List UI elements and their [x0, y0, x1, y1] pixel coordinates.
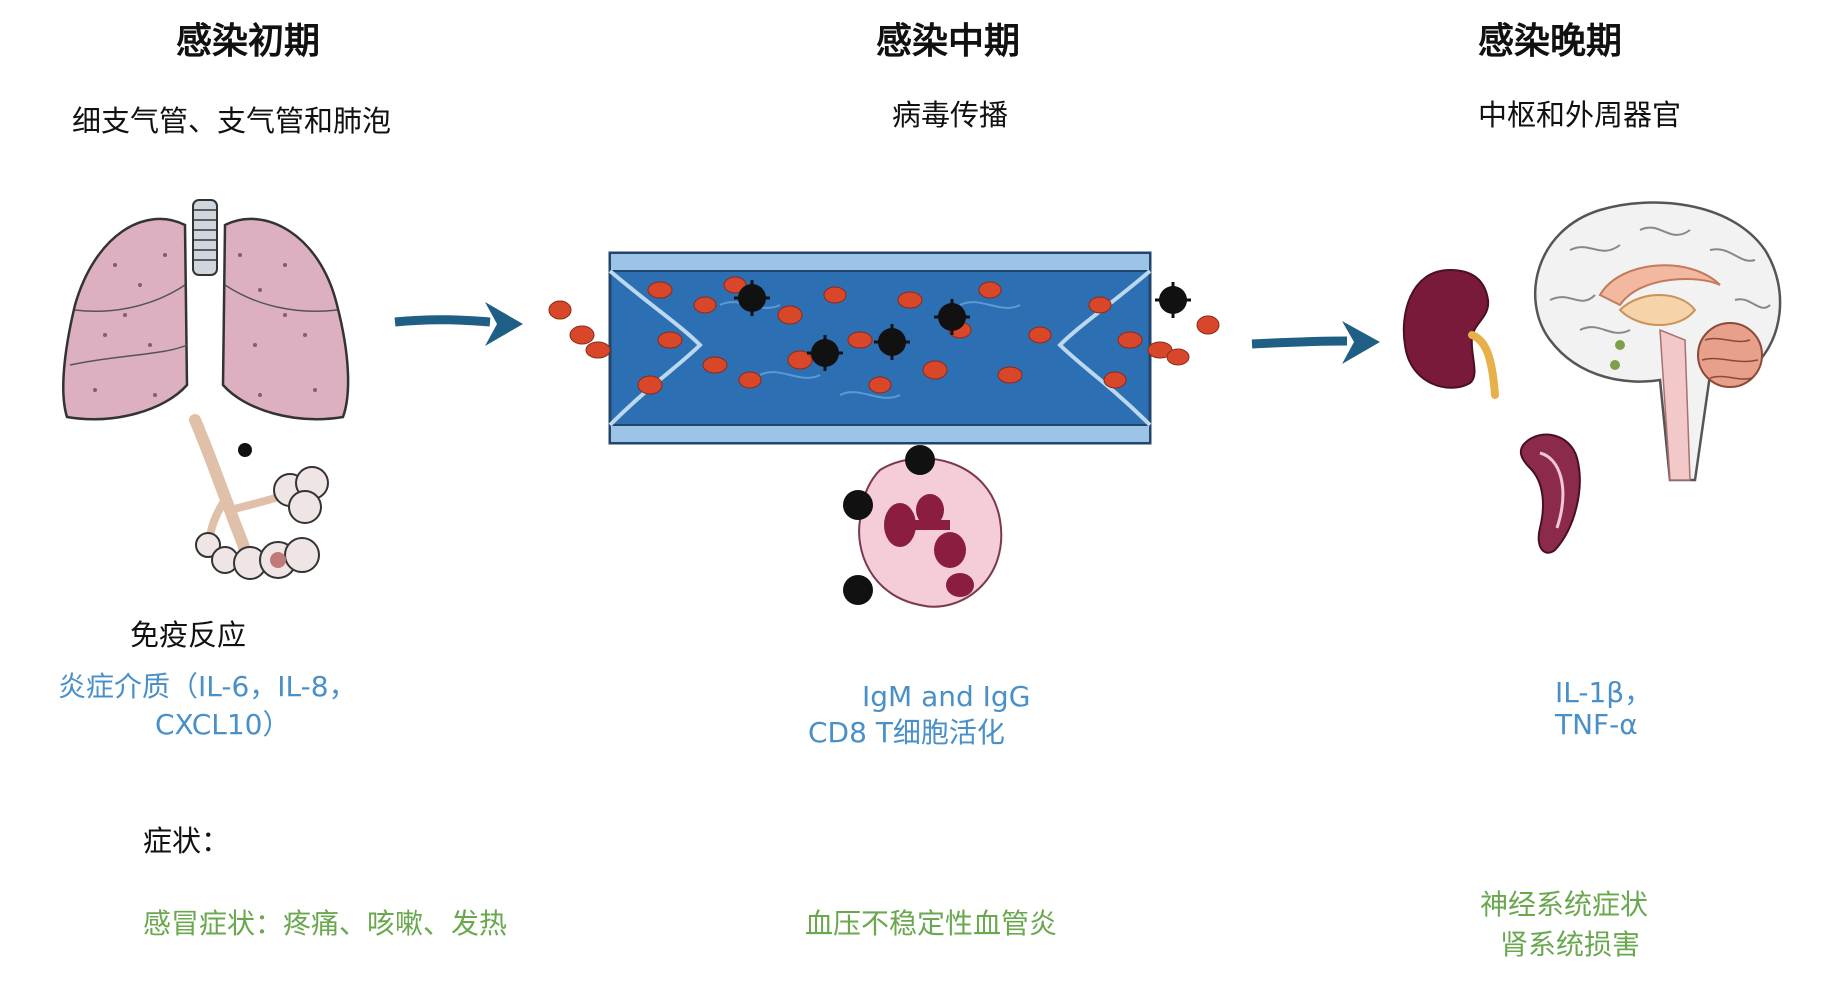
- late-symptoms-line1: 神经系统症状: [1480, 888, 1649, 921]
- stage-title-late: 感染晚期: [1478, 21, 1623, 62]
- red-blood-cells: [548, 276, 1220, 395]
- stage-title-middle: 感染中期: [876, 21, 1021, 62]
- stage-subtitle-late: 中枢和外周器官: [1478, 98, 1682, 132]
- lungs-icon: [62, 199, 350, 421]
- arrow-right-icon: [1251, 321, 1380, 364]
- late-symptoms-line2: 肾系统损害: [1500, 928, 1641, 961]
- alveoli-icon: [189, 414, 329, 580]
- immune-response-label: 免疫反应: [130, 618, 247, 652]
- spleen-icon: [1519, 433, 1581, 554]
- antibody-line1: IgM and IgG: [862, 680, 1031, 713]
- inflammatory-mediators-line1: 炎症介质（IL-6，IL-8，: [58, 670, 357, 703]
- virus-icon: [734, 280, 1191, 371]
- brain-icon: [1534, 201, 1782, 482]
- inflammatory-mediators-line2: CXCL10）: [155, 708, 291, 741]
- symptoms-label: 症状：: [143, 824, 231, 858]
- kidney-icon: [1402, 268, 1499, 399]
- antibody-line2: CD8 T细胞活化: [808, 716, 1005, 749]
- stage-subtitle-middle: 病毒传播: [892, 98, 1009, 132]
- cytokine-line2: TNF-α: [1555, 708, 1638, 741]
- arrow-right-icon: [394, 302, 523, 346]
- early-symptoms: 感冒症状：疼痛、咳嗽、发热: [143, 907, 508, 940]
- cytokine-line1: IL-1β，: [1555, 676, 1653, 709]
- middle-symptoms: 血压不稳定性血管炎: [805, 907, 1058, 940]
- neutrophil-icon: [843, 445, 1003, 608]
- stage-subtitle-early: 细支气管、支气管和肺泡: [72, 104, 392, 138]
- stage-title-early: 感染初期: [176, 21, 321, 62]
